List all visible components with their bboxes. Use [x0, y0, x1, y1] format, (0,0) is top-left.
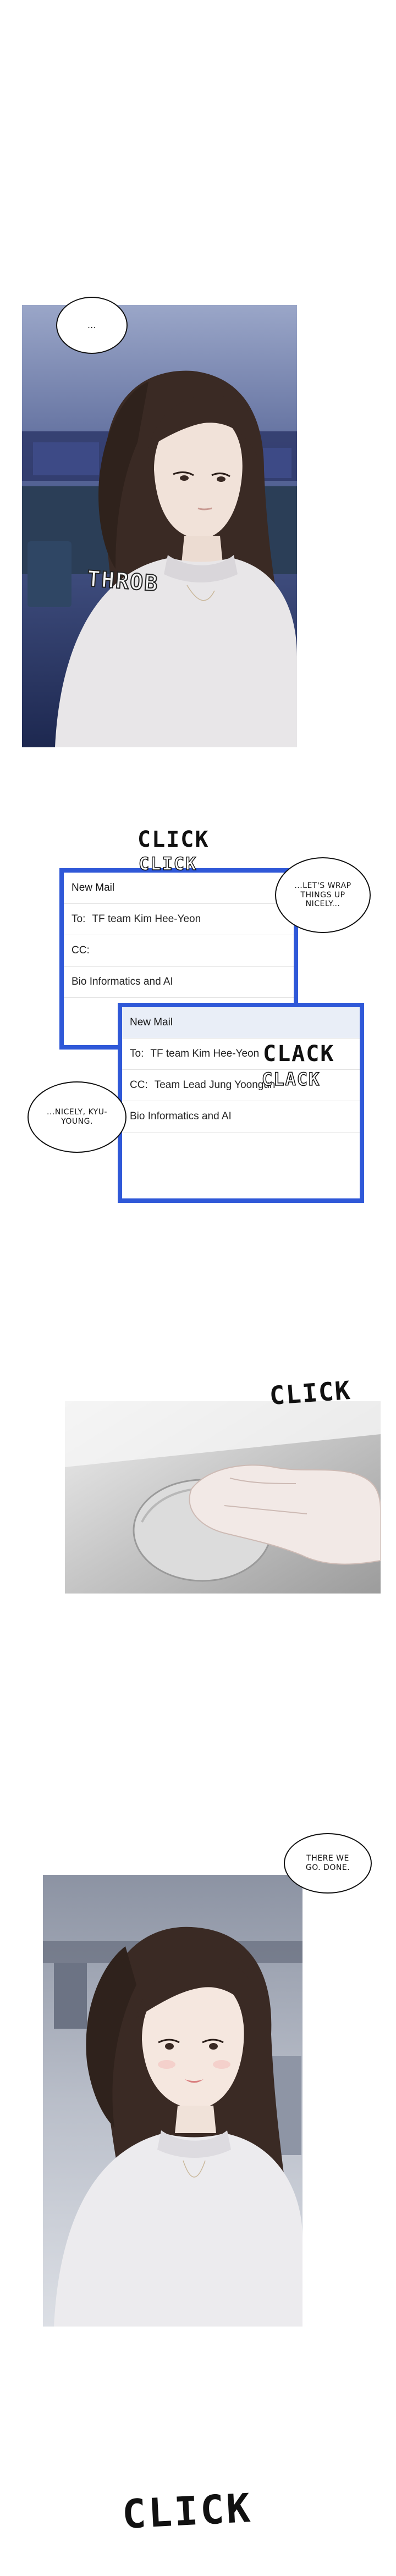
mail-cc-label: CC:: [72, 945, 90, 956]
mail-to-value: TF team Kim Hee-Yeon: [92, 913, 201, 925]
speech-text: ...: [87, 320, 96, 330]
mail-title-row: New Mail: [64, 873, 294, 904]
sfx-clack-2: CLACK: [261, 1068, 321, 1090]
sfx-throb: THROB: [86, 566, 160, 597]
mail-cc-row: CC: Team Lead Jung Yoongun: [122, 1070, 360, 1101]
mail-to-label: To:: [130, 1048, 144, 1059]
speech-bubble-done: THERE WE GO. DONE.: [284, 1833, 372, 1894]
mail-to-label: To:: [72, 913, 86, 925]
mail-title-row: New Mail: [122, 1007, 360, 1039]
mail-to-row: To: TF team Kim Hee-Yeon: [122, 1039, 360, 1070]
mail-subject-row: Bio Informatics and AI: [64, 967, 294, 998]
speech-bubble-ellipsis: ...: [56, 297, 128, 354]
panel-illustration: [22, 305, 297, 747]
sfx-clack-1: CLACK: [263, 1041, 335, 1067]
mail-to-value: TF team Kim Hee-Yeon: [150, 1048, 260, 1059]
panel-illustration: [65, 1401, 381, 1594]
mail-title: New Mail: [72, 882, 115, 893]
mail-cc-label: CC:: [130, 1079, 148, 1091]
speech-bubble-wrap-things-up: ...LET'S WRAP THINGS UP NICELY...: [275, 857, 371, 933]
sfx-click-ending: CLICK: [120, 2484, 254, 2538]
mail-cc-value: Team Lead Jung Yoongun: [154, 1079, 276, 1091]
mail-subject-row: Bio Informatics and AI: [122, 1101, 360, 1132]
mail-subject: Bio Informatics and AI: [130, 1111, 232, 1122]
mail-window-2: New Mail To: TF team Kim Hee-Yeon CC: Te…: [118, 1003, 364, 1203]
mail-cc-row: CC:: [64, 935, 294, 967]
sfx-click-1: CLICK: [138, 827, 210, 852]
mail-subject: Bio Informatics and AI: [72, 976, 173, 987]
speech-text: THERE WE GO. DONE.: [305, 1854, 350, 1872]
panel-hand-on-mouse: [65, 1401, 381, 1594]
sfx-click-2: CLICK: [138, 853, 197, 875]
panel-illustration: [43, 1875, 302, 2327]
panel-office-worker-smiling: [43, 1875, 302, 2327]
mail-to-row: To: TF team Kim Hee-Yeon: [64, 904, 294, 935]
panel-office-worker-worried: [22, 305, 297, 747]
mail-title: New Mail: [130, 1017, 173, 1028]
sfx-click-mouse: CLICK: [268, 1375, 353, 1411]
speech-text: ...NICELY, KYU-YOUNG.: [47, 1108, 107, 1126]
speech-text: ...LET'S WRAP THINGS UP NICELY...: [294, 881, 351, 909]
speech-bubble-nicely: ...NICELY, KYU-YOUNG.: [28, 1081, 127, 1153]
